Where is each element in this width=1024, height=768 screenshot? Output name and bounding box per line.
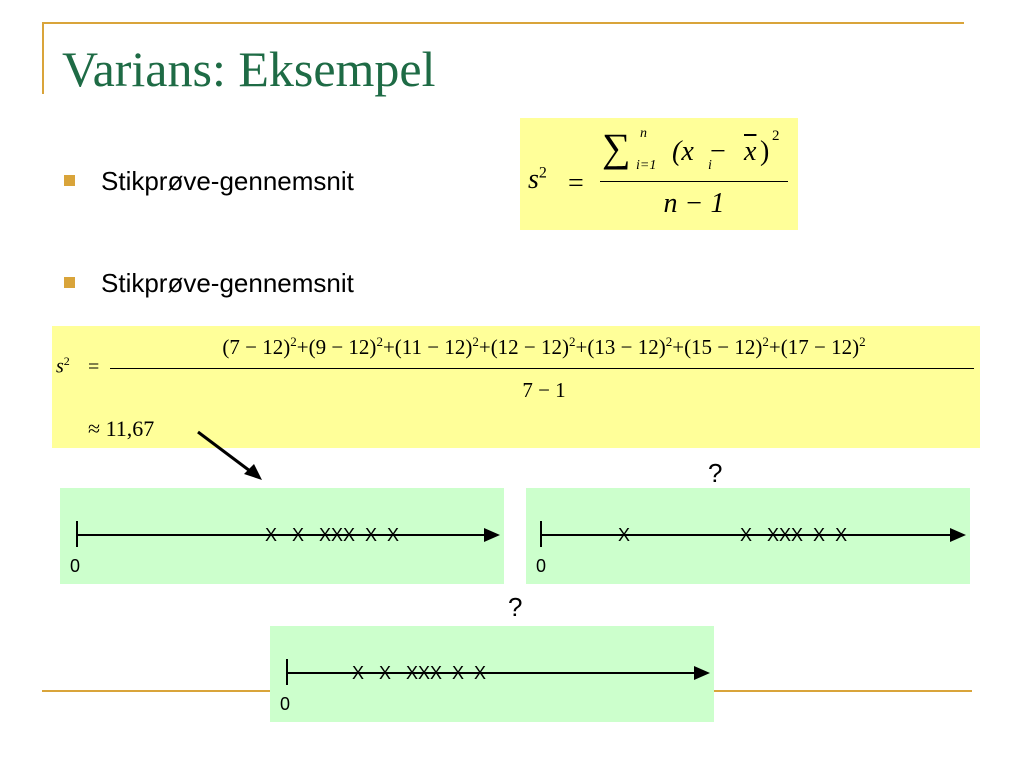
lhs-exponent: 2 [538, 164, 547, 182]
lhs-symbol: s [528, 164, 539, 195]
squared-term: (17 − 12) [780, 335, 860, 359]
axis-line [286, 672, 696, 674]
sum-sign: ∑ [602, 125, 631, 170]
number-line-panel-1: 0 X X XXX X X [60, 488, 504, 584]
term-exponent: 2 [859, 334, 866, 349]
numerator-x: (x [672, 136, 694, 167]
example-lhs-symbol: s [56, 355, 64, 378]
plus-sign: + [672, 335, 685, 359]
question-mark-2: ? [508, 592, 523, 622]
axis-line [76, 534, 486, 536]
left-rule [42, 22, 44, 94]
bullet-square-icon [64, 276, 75, 288]
bullet-square-icon [64, 174, 75, 186]
variance-formula-box: s2 = ∑ n i=1 (x i − x ) 2 n − 1 [520, 118, 798, 230]
squared-term: (7 − 12) [222, 335, 291, 359]
squared-term: (12 − 12) [490, 335, 570, 359]
xbar-symbol: x [744, 136, 757, 167]
example-equals: = [88, 356, 100, 378]
bullet-2: Stikprøve-gennemsnit [64, 268, 354, 299]
plus-sign: + [382, 335, 395, 359]
numerator-power: 2 [772, 128, 780, 144]
arrowhead-icon [484, 528, 500, 542]
term-exponent: 2 [569, 334, 576, 349]
example-numerator: (7 − 12)2+(9 − 12)2+(11 − 12)2+(12 − 12)… [110, 334, 978, 360]
squared-term: (11 − 12) [394, 335, 473, 359]
term-exponent: 2 [376, 334, 383, 349]
formula-denominator: n − 1 [663, 188, 725, 219]
term-exponent: 2 [472, 334, 479, 349]
term-exponent: 2 [665, 334, 673, 349]
question-mark-1: ? [708, 458, 723, 488]
number-line-panel-2: 0 X X XXX X X [526, 488, 970, 584]
bullet-1-text: Stikprøve-gennemsnit [101, 166, 354, 196]
number-line-panel-3: 0 X X XXX X X [270, 626, 714, 722]
squared-term: (15 − 12) [684, 335, 763, 359]
term-exponent: 2 [290, 334, 297, 349]
sum-lower: i=1 [636, 158, 657, 173]
pointer-arrow-icon [197, 430, 262, 480]
formula-lhs: s2 [528, 164, 547, 196]
example-lhs: s2 [56, 354, 70, 379]
origin-label: 0 [280, 694, 291, 714]
numerator-minus: − [710, 136, 726, 167]
arrowhead-icon [694, 666, 710, 680]
formula-numerator: ∑ n i=1 (x i − x ) 2 [598, 124, 786, 178]
subscript-i: i [708, 158, 712, 173]
plus-sign: + [575, 335, 588, 359]
bullet-2-text: Stikprøve-gennemsnit [101, 268, 354, 298]
fraction-bar [600, 181, 788, 182]
data-marks: X X XXX X X [265, 525, 400, 545]
arrowhead-icon [950, 528, 966, 542]
plus-sign: + [768, 335, 781, 359]
squared-term: (13 − 12) [587, 335, 666, 359]
term-exponent: 2 [762, 334, 769, 349]
example-denominator: 7 − 1 [522, 378, 566, 402]
plus-sign: + [296, 335, 309, 359]
bullet-1: Stikprøve-gennemsnit [64, 166, 354, 197]
data-marks: X X XXX X X [618, 525, 848, 545]
squared-term: (9 − 12) [308, 335, 377, 359]
slide-title: Varians: Eksempel [62, 41, 436, 97]
numerator-close-paren: ) [760, 136, 770, 167]
worked-example-box: s2 = (7 − 12)2+(9 − 12)2+(11 − 12)2+(12 … [52, 326, 980, 448]
origin-label: 0 [536, 556, 547, 576]
origin-label: 0 [70, 556, 81, 576]
top-rule [42, 22, 964, 24]
example-lhs-exponent: 2 [63, 354, 70, 368]
example-fraction-bar [110, 368, 974, 369]
formula-equals: = [568, 168, 584, 199]
axis-line [540, 534, 952, 536]
example-result: ≈ 11,67 [88, 416, 155, 441]
plus-sign: + [478, 335, 491, 359]
data-marks: X X XXX X X [352, 663, 487, 683]
sum-upper: n [640, 126, 647, 141]
